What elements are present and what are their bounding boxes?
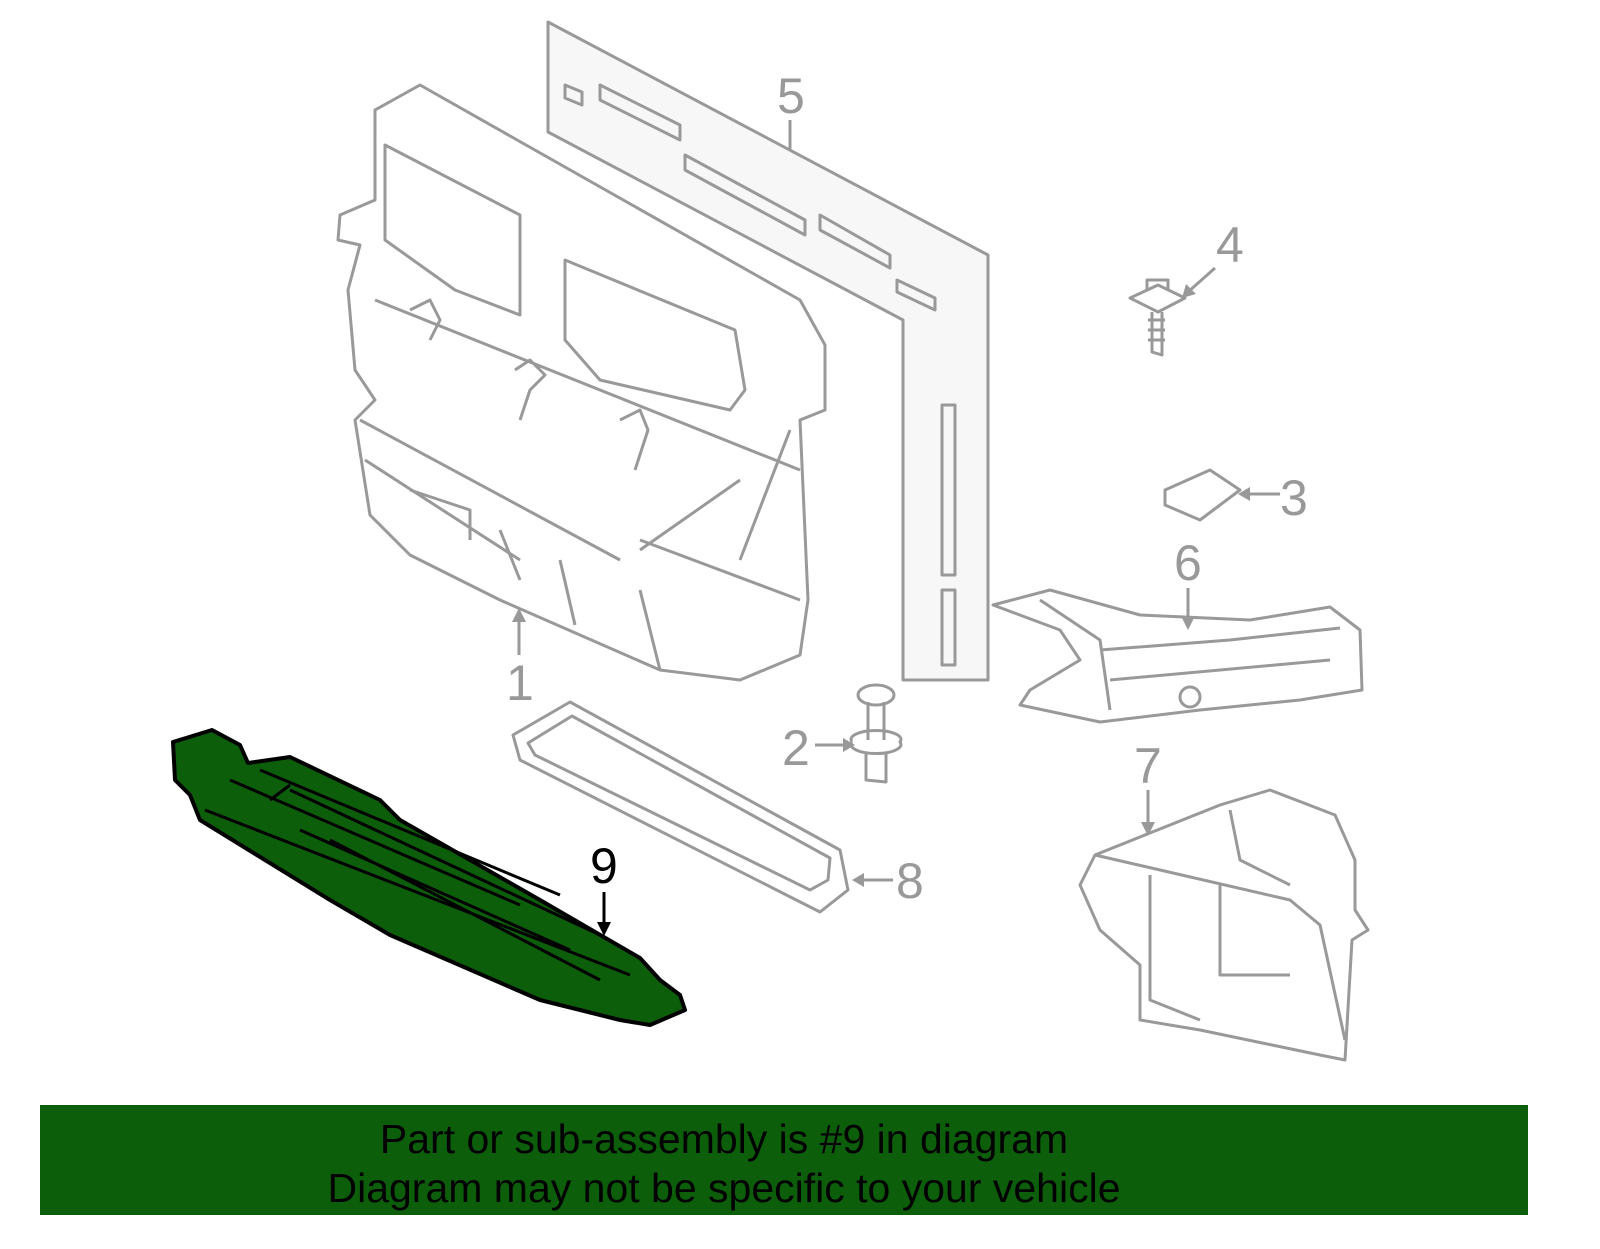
- leader-line-9: [597, 892, 611, 936]
- part-1-shutter-assembly[interactable]: [336, 83, 827, 682]
- part-8-seal-frame[interactable]: [511, 700, 850, 914]
- leader-lines: [512, 120, 1280, 887]
- callout-1[interactable]: 1: [506, 655, 534, 711]
- banner-line-part: Part or sub-assembly is #9 in diagram: [379, 1116, 1069, 1162]
- callout-2[interactable]: 2: [782, 720, 810, 776]
- part-2-push-pin[interactable]: [849, 683, 903, 784]
- info-banner: Part or sub-assembly is #9 in diagram Di…: [40, 1105, 1528, 1215]
- callout-9[interactable]: 9: [590, 838, 618, 894]
- banner-line-disclaimer: Diagram may not be specific to your vehi…: [327, 1165, 1121, 1211]
- callout-6[interactable]: 6: [1174, 535, 1202, 591]
- part-6-deflector[interactable]: [991, 588, 1364, 724]
- part-4-bolt[interactable]: [1128, 278, 1187, 357]
- callout-3[interactable]: 3: [1280, 470, 1308, 526]
- callout-4[interactable]: 4: [1216, 217, 1244, 273]
- part-7-duct[interactable]: [1078, 788, 1370, 1062]
- part-3-clip[interactable]: [1163, 468, 1242, 522]
- part-9-air-shield[interactable]: [171, 728, 687, 1027]
- callout-8[interactable]: 8: [896, 853, 924, 909]
- part-5-seal[interactable]: [546, 20, 990, 682]
- callout-7[interactable]: 7: [1134, 738, 1162, 794]
- callout-5[interactable]: 5: [777, 68, 805, 124]
